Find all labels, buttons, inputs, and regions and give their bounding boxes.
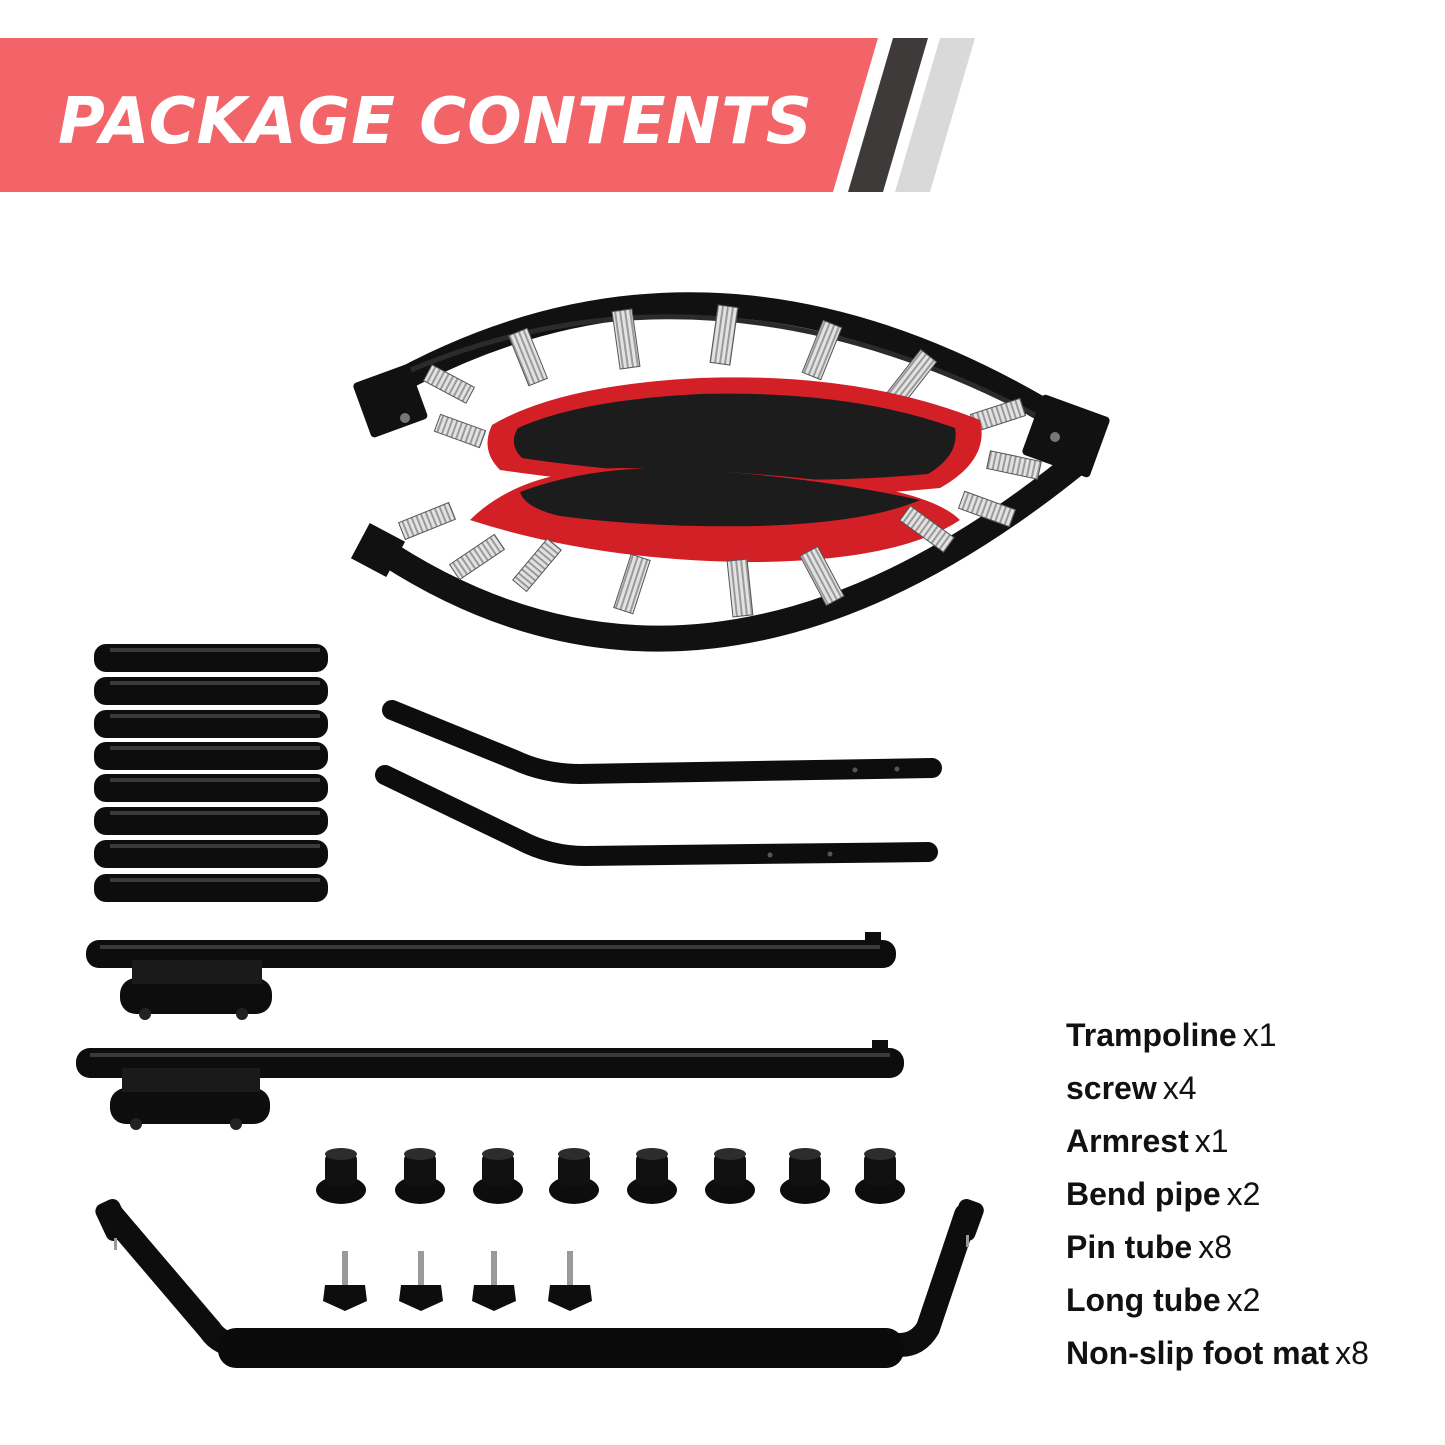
header-banner <box>0 38 975 192</box>
frame-hinge-right <box>1022 394 1110 478</box>
mat-black-top <box>513 393 956 480</box>
item-quantity: x8 <box>1198 1229 1233 1265</box>
item-name: Trampoline <box>1066 1017 1237 1053</box>
pin-tubes-image <box>94 644 328 902</box>
item-quantity: x1 <box>1242 1017 1277 1053</box>
page-title: PACKAGE CONTENTS <box>58 85 813 159</box>
item-quantity: x2 <box>1226 1176 1261 1212</box>
foot-mats-image <box>316 1148 905 1204</box>
springs-upper <box>422 304 1042 480</box>
banner-red-shape <box>0 38 878 192</box>
item-name: Pin tube <box>1066 1229 1193 1265</box>
item-name: Non-slip foot mat <box>1066 1335 1330 1371</box>
banner-dark-stripe <box>848 38 928 192</box>
item-quantity: x1 <box>1194 1123 1229 1159</box>
item-name: screw <box>1066 1070 1157 1106</box>
item-name: Bend pipe <box>1066 1176 1221 1212</box>
item-quantity: x8 <box>1335 1335 1369 1371</box>
trampoline-image <box>350 292 1110 652</box>
screws-image <box>323 1251 592 1311</box>
item-name: Long tube <box>1066 1282 1221 1318</box>
item-quantity: x2 <box>1226 1282 1261 1318</box>
springs-lower <box>397 490 1017 618</box>
item-quantity: x4 <box>1162 1070 1197 1106</box>
item-name: Armrest <box>1066 1123 1189 1159</box>
armrest-image <box>95 1199 984 1368</box>
long-tubes-image <box>76 932 904 1130</box>
banner-light-stripe <box>895 38 975 192</box>
bend-pipes-image <box>375 700 942 867</box>
mat-black-bottom <box>520 468 920 527</box>
